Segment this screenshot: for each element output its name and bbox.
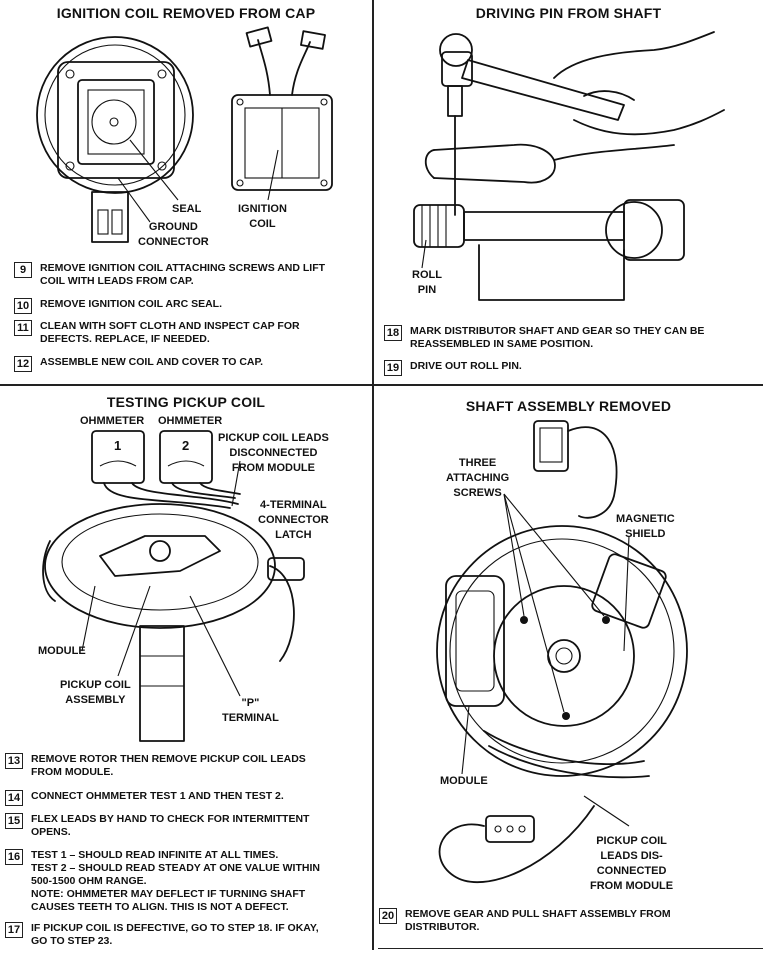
panel-title: TESTING PICKUP COIL	[106, 394, 266, 410]
step-10: 10 REMOVE IGNITION COIL ARC SEAL.	[14, 298, 222, 314]
step-text: REMOVE ROTOR THEN REMOVE PICKUP COIL LEA…	[31, 753, 306, 778]
step-13: 13 REMOVE ROTOR THEN REMOVE PICKUP COIL …	[5, 753, 306, 779]
step-text: REMOVE IGNITION COIL ATTACHING SCREWS AN…	[40, 262, 326, 287]
label-module: MODULE	[38, 645, 86, 657]
label-ground-connector: GROUND CONNECTOR	[138, 221, 209, 248]
step-number: 9	[14, 262, 32, 278]
label-seal: SEAL	[172, 203, 202, 215]
label-roll-pin: ROLL PIN	[412, 269, 442, 296]
step-17: 17 IF PICKUP COIL IS DEFECTIVE, GO TO ST…	[5, 922, 319, 948]
label-magnetic-shield: MAGNETIC SHIELD	[616, 513, 675, 540]
label-three-screws: THREE ATTACHING SCREWS	[446, 457, 510, 499]
step-number: 17	[5, 922, 23, 938]
shaft-assembly-illustration	[436, 420, 688, 884]
pickup-coil-test-illustration	[42, 430, 305, 742]
step-text: REMOVE GEAR AND PULL SHAFT ASSEMBLY FROM…	[405, 908, 671, 933]
bottom-rule	[378, 948, 763, 949]
step-text: MARK DISTRIBUTOR SHAFT AND GEAR SO THEY …	[410, 325, 705, 350]
step-15: 15 FLEX LEADS BY HAND TO CHECK FOR INTER…	[5, 813, 309, 839]
ignition-cap-illustration	[36, 26, 333, 243]
panel-driving-pin: DRIVING PIN FROM SHAFT ROLL PIN 18 MARK …	[374, 0, 763, 384]
label-ignition-coil: IGNITION COIL	[238, 203, 287, 230]
step-text: REMOVE IGNITION COIL ARC SEAL.	[40, 298, 223, 310]
label-module: MODULE	[440, 775, 488, 787]
panel-title: SHAFT ASSEMBLY REMOVED	[465, 398, 672, 414]
panel-title: DRIVING PIN FROM SHAFT	[475, 5, 662, 21]
label-p-terminal: "P" TERMINAL	[222, 697, 279, 724]
panel-ignition-coil-removed: IGNITION COIL REMOVED FROM CAP SEAL GROU…	[0, 0, 372, 384]
step-16: 16 TEST 1 – SHOULD READ INFINITE AT ALL …	[5, 849, 320, 914]
step-14: 14 CONNECT OHMMETER TEST 1 AND THEN TEST…	[5, 790, 284, 806]
label-pickup-leads: PICKUP COIL LEADS DIS- CONNECTED FROM MO…	[590, 835, 674, 892]
step-text: CONNECT OHMMETER TEST 1 AND THEN TEST 2.	[31, 790, 284, 802]
label-pickup-coil-leads: PICKUP COIL LEADS DISCONNECTED FROM MODU…	[218, 432, 329, 474]
step-text: FLEX LEADS BY HAND TO CHECK FOR INTERMIT…	[31, 813, 310, 838]
step-text: IF PICKUP COIL IS DEFECTIVE, GO TO STEP …	[31, 922, 319, 947]
panel-shaft-assembly-removed: SHAFT ASSEMBLY REMOVED	[374, 386, 763, 948]
label-ohmmeter-2: OHMMETER	[158, 415, 223, 427]
step-20: 20 REMOVE GEAR AND PULL SHAFT ASSEMBLY F…	[379, 908, 671, 934]
step-number: 16	[5, 849, 23, 865]
step-number: 12	[14, 356, 32, 372]
vertical-divider	[372, 0, 374, 950]
panel-title: IGNITION COIL REMOVED FROM CAP	[56, 5, 316, 21]
hammer-shaft-illustration	[413, 31, 725, 301]
step-number: 15	[5, 813, 23, 829]
step-9: 9 REMOVE IGNITION COIL ATTACHING SCREWS …	[14, 262, 325, 288]
step-text: CLEAN WITH SOFT CLOTH AND INSPECT CAP FO…	[40, 320, 300, 345]
step-18: 18 MARK DISTRIBUTOR SHAFT AND GEAR SO TH…	[384, 325, 704, 351]
step-11: 11 CLEAN WITH SOFT CLOTH AND INSPECT CAP…	[14, 320, 300, 346]
label-ohmmeter-1: OHMMETER	[80, 415, 145, 427]
step-text: TEST 1 – SHOULD READ INFINITE AT ALL TIM…	[31, 849, 320, 913]
label-connector-latch: 4-TERMINAL CONNECTOR LATCH	[258, 499, 329, 541]
step-number: 20	[379, 908, 397, 924]
dial-number-2: 2	[182, 438, 190, 453]
step-19: 19 DRIVE OUT ROLL PIN.	[384, 360, 522, 376]
label-pickup-coil-assembly: PICKUP COIL ASSEMBLY	[60, 679, 131, 706]
step-number: 13	[5, 753, 23, 769]
panel-testing-pickup-coil: TESTING PICKUP COIL OHMMETER OHMMETER 1	[0, 386, 372, 950]
dial-number-1: 1	[114, 438, 122, 453]
step-number: 19	[384, 360, 402, 376]
step-number: 18	[384, 325, 402, 341]
step-number: 11	[14, 320, 32, 336]
step-text: DRIVE OUT ROLL PIN.	[410, 360, 522, 372]
step-number: 10	[14, 298, 32, 314]
step-text: ASSEMBLE NEW COIL AND COVER TO CAP.	[40, 356, 264, 368]
horizontal-divider	[0, 384, 763, 386]
step-12: 12 ASSEMBLE NEW COIL AND COVER TO CAP.	[14, 356, 263, 372]
step-number: 14	[5, 790, 23, 806]
